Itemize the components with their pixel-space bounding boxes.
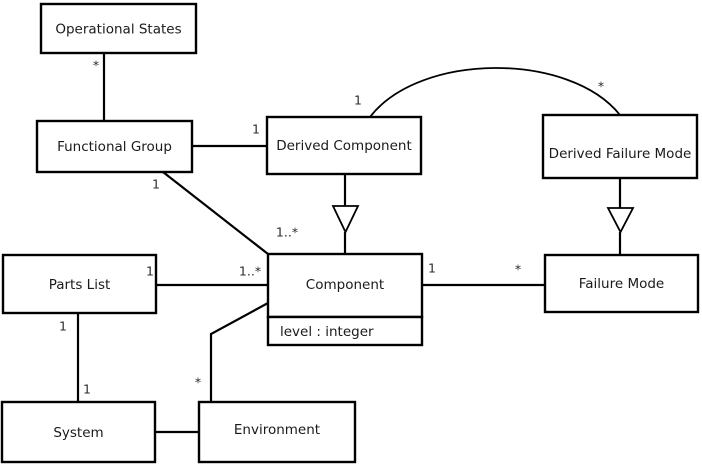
- multiplicity-arc-star: *: [598, 79, 604, 94]
- association-derived-component-derived-failure-mode[interactable]: [369, 67, 621, 118]
- class-name-environment: Environment: [234, 422, 320, 438]
- associations-layer: [76, 53, 621, 434]
- multiplicity-parts-list-system-bottom-one: 1: [83, 382, 91, 397]
- class-box-system[interactable]: [0, 400, 157, 464]
- class-parts-list[interactable]: Parts List: [1, 253, 158, 315]
- class-box-functional-group[interactable]: [35, 119, 194, 174]
- generalization-arrowhead-component: [331, 205, 360, 235]
- class-failure-mode[interactable]: Failure Mode: [543, 253, 700, 314]
- multiplicity-labels-layer: * 1 1 1..* 1 * 1 1..* 1 * 1 1 *: [59, 58, 604, 397]
- class-name-parts-list: Parts List: [49, 277, 111, 293]
- class-functional-group[interactable]: Functional Group: [35, 119, 194, 174]
- generalization-arrowhead-failure-mode: [606, 207, 635, 234]
- multiplicity-derived-component-one: 1: [252, 122, 260, 137]
- multiplicity-parts-list-system-top-one: 1: [59, 319, 67, 334]
- class-box-parts-list[interactable]: [1, 253, 158, 315]
- class-box-environment[interactable]: [197, 400, 357, 464]
- class-attribute-component-level: level : integer: [280, 324, 374, 340]
- multiplicity-component-one-right: 1: [428, 261, 436, 276]
- class-name-failure-mode: Failure Mode: [579, 276, 665, 292]
- class-attributes-compartment-component[interactable]: [266, 315, 424, 347]
- class-name-derived-failure-mode: Derived Failure Mode: [549, 146, 692, 162]
- class-box-derived-component[interactable]: [265, 115, 423, 176]
- class-environment[interactable]: Environment: [197, 400, 357, 464]
- multiplicity-environment-star: *: [195, 375, 201, 390]
- association-environment-component[interactable]: [209, 302, 269, 402]
- class-box-component[interactable]: [266, 252, 424, 319]
- multiplicity-parts-list-one: 1: [146, 264, 154, 279]
- multiplicity-arc-one: 1: [354, 93, 362, 108]
- class-name-functional-group: Functional Group: [57, 139, 172, 155]
- class-name-component: Component: [306, 277, 384, 293]
- multiplicity-operational-states-star: *: [93, 58, 99, 73]
- class-name-system: System: [53, 425, 103, 441]
- class-system[interactable]: System: [0, 400, 157, 464]
- multiplicity-component-one-to-many-left: 1..*: [239, 264, 261, 279]
- multiplicity-component-one-to-many-upper: 1..*: [276, 225, 298, 240]
- class-name-operational-states: Operational States: [55, 22, 181, 38]
- class-box-derived-failure-mode[interactable]: [541, 113, 699, 180]
- multiplicity-failure-mode-star: *: [515, 262, 521, 277]
- class-derived-component[interactable]: Derived Component: [265, 115, 423, 176]
- class-operational-states[interactable]: Operational States: [39, 2, 198, 55]
- class-box-failure-mode[interactable]: [543, 253, 700, 314]
- class-component[interactable]: Component level : integer: [266, 252, 424, 347]
- generalizations-layer: [331, 174, 635, 255]
- multiplicity-functional-group-one: 1: [152, 177, 160, 192]
- class-name-derived-component: Derived Component: [276, 138, 412, 154]
- association-functional-group-component[interactable]: [162, 171, 269, 255]
- class-box-operational-states[interactable]: [39, 2, 198, 55]
- class-derived-failure-mode[interactable]: Derived Failure Mode: [541, 113, 699, 180]
